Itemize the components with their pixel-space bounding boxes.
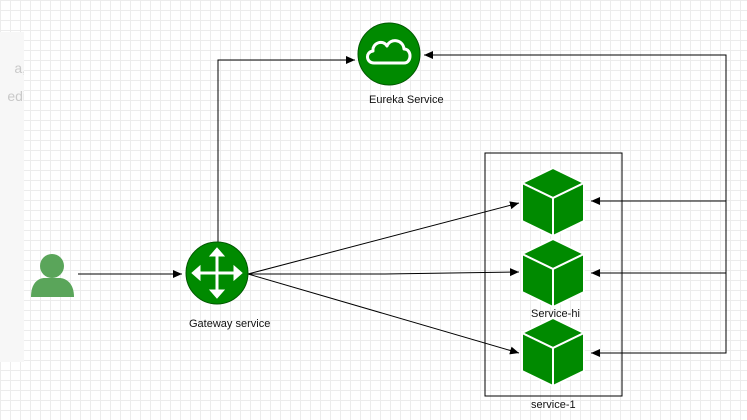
edge-gateway-service-hi[interactable] bbox=[248, 268, 520, 277]
gateway-label: Gateway service bbox=[189, 318, 271, 330]
eureka-label: Eureka Service bbox=[369, 94, 444, 106]
edge-gateway-service-1[interactable] bbox=[247, 273, 520, 355]
cube-icon bbox=[521, 317, 585, 387]
edge-gateway-service-top[interactable] bbox=[247, 201, 520, 275]
user-icon bbox=[31, 254, 74, 297]
edge-eureka-service-1[interactable] bbox=[591, 273, 727, 357]
service-1-label: service-1 bbox=[531, 399, 576, 411]
four-way-arrows-icon bbox=[191, 247, 243, 299]
side-panel-text: edi bbox=[7, 88, 24, 104]
gateway-node[interactable] bbox=[185, 241, 249, 305]
cube-icon bbox=[521, 167, 585, 237]
side-panel-edge: a, edi bbox=[0, 32, 24, 362]
cloud-icon bbox=[366, 39, 412, 65]
service-1-node[interactable] bbox=[521, 317, 585, 387]
side-panel-text: a, bbox=[14, 60, 24, 76]
service-hi-label: Service-hi bbox=[531, 308, 580, 320]
service-hi-node[interactable] bbox=[521, 238, 585, 308]
cube-icon bbox=[521, 238, 585, 308]
services-group-box[interactable] bbox=[484, 152, 623, 397]
edge-gateway-eureka[interactable] bbox=[217, 56, 355, 270]
eureka-node[interactable] bbox=[357, 22, 421, 86]
edge-services-eureka[interactable] bbox=[424, 51, 727, 201]
user-node[interactable] bbox=[31, 254, 74, 297]
service-top-node[interactable] bbox=[521, 167, 585, 237]
edge-eureka-service-hi[interactable] bbox=[591, 201, 727, 277]
